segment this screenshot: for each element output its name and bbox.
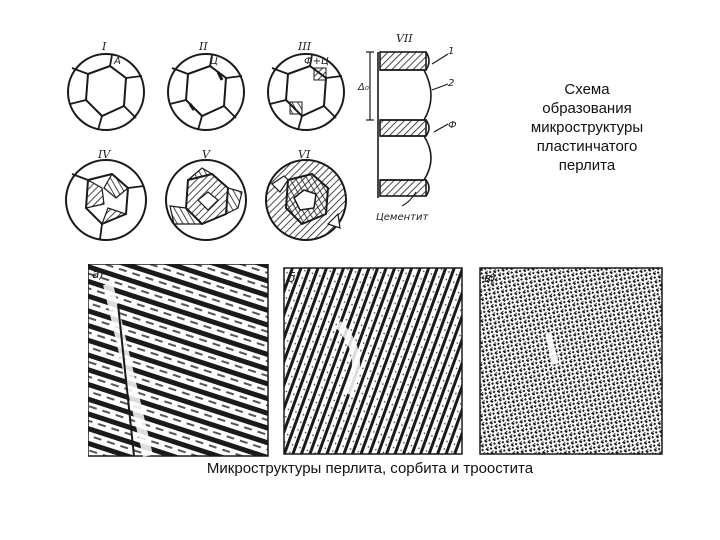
grain-circle-VI [265, 159, 347, 241]
grain-circle-I [67, 53, 145, 131]
micrograph-label-a: а) [92, 267, 104, 281]
label-arrow-2: 2 [448, 78, 454, 89]
scheme-caption: Схема образования микроструктуры пластин… [530, 81, 644, 174]
micrograph-label-b: б) [288, 271, 300, 285]
label-austenite: А [113, 56, 121, 67]
micrograph-label-c: в) [484, 271, 496, 285]
label-cementite: Цементит [376, 212, 429, 223]
grain-circle-IV [65, 159, 147, 241]
numeral-I: I [101, 40, 107, 53]
numeral-VI: VI [298, 148, 311, 161]
numeral-III: III [297, 40, 312, 53]
label-arrow-1: 1 [448, 46, 454, 57]
label-ferrite-cementite: Ф+Ц [304, 56, 329, 67]
grain-circle-III [267, 53, 345, 131]
label-ferrite: Ф [448, 120, 457, 131]
numeral-II: II [198, 40, 208, 53]
label-spacing: Δ₀ [357, 82, 369, 93]
grain-circle-II [167, 53, 245, 131]
grain-circle-V [165, 159, 247, 241]
numeral-IV: IV [97, 148, 111, 161]
microstructures-caption: Микроструктуры перлита, сорбита и троост… [206, 460, 534, 477]
micrograph-troostite: в) [479, 267, 663, 455]
lamellae-schematic [366, 51, 449, 207]
label-cementite-grain: Ц [210, 56, 218, 67]
micrograph-sorbite: б) [283, 267, 463, 455]
micrographs-panel: а) б) в) [88, 264, 663, 458]
pearlite-formation-diagram: I II III IV V VI VII А Ц Ф+Ц [65, 32, 457, 241]
numeral-VII: VII [396, 32, 413, 45]
micrograph-pearlite: а) [88, 264, 269, 458]
numeral-V: V [202, 148, 211, 161]
